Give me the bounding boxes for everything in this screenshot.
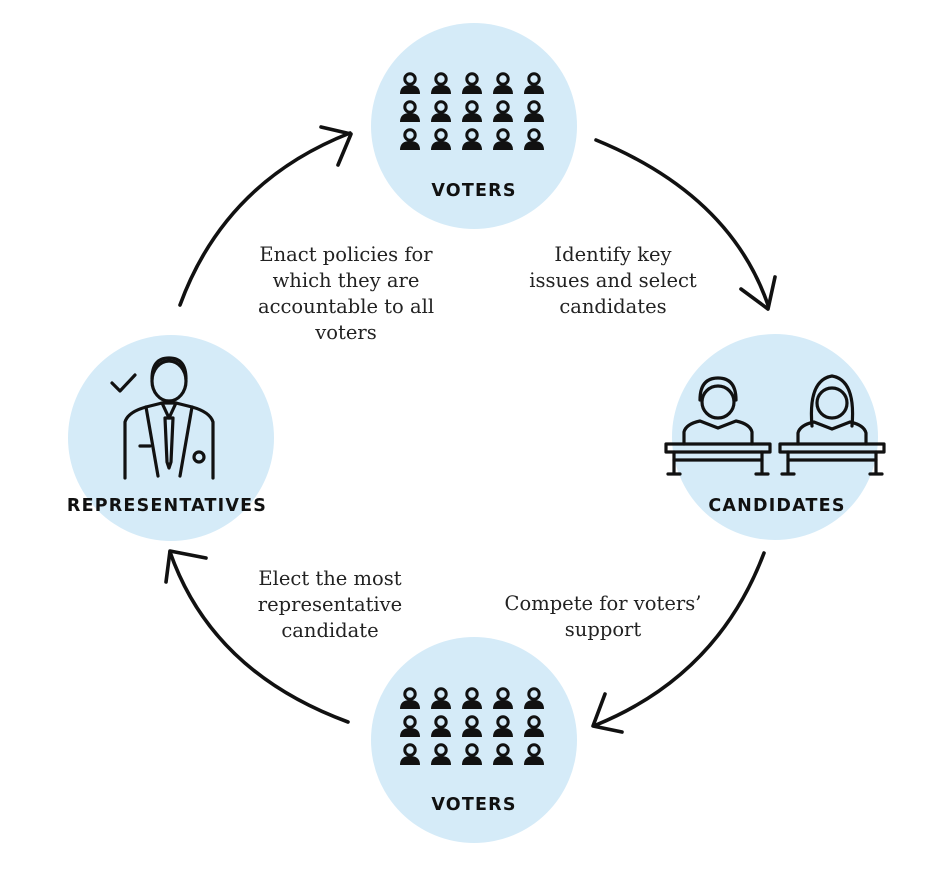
edge-label-line: voters [314,321,376,344]
voters-top-label: VOTERS [431,181,516,201]
node-representatives: REPRESENTATIVES [67,335,274,541]
candidates-label: CANDIDATES [708,496,845,516]
node-candidates: CANDIDATES [664,334,886,540]
edge-label-line: which they are [273,269,420,292]
arrow-voters-to-representatives [164,549,350,724]
edge-label-line: candidate [281,619,378,642]
candidates-at-podiums-icon [664,374,886,476]
edge-label-line: Elect the most [258,567,401,590]
arrow-representatives-to-voters [178,125,353,307]
representatives-label: REPRESENTATIVES [67,496,267,516]
arrow-candidates-to-voters [591,551,766,734]
edge-label-line: issues and select [529,269,697,292]
edge-label-line: Identify key [554,243,671,266]
representative-with-checkmark-icon [110,356,215,480]
voters-bottom-circle [371,637,577,843]
node-voters-bottom: VOTERS [371,637,577,843]
voters-top-circle [371,23,577,229]
edge-label-voters-to-candidates: Identify key issues and select candidates [529,243,697,318]
edge-label-line: candidates [559,295,666,318]
edge-label-line: Compete for voters’ [505,592,702,615]
edge-label-candidates-to-voters: Compete for voters’ support [505,592,702,641]
edge-label-line: Enact policies for [259,243,433,266]
edge-label-line: support [565,618,642,641]
voters-bottom-label: VOTERS [431,795,516,815]
edge-label-representatives-to-voters: Enact policies for which they are accounta… [258,243,434,344]
checkmark-icon [110,373,137,393]
edge-label-line: accountable to all [258,295,434,318]
edge-label-line: representative [258,593,402,616]
node-voters-top: VOTERS [371,23,577,229]
arrow-voters-to-candidates [594,138,777,311]
edge-label-voters-to-representatives: Elect the most representative candidate [258,567,402,642]
